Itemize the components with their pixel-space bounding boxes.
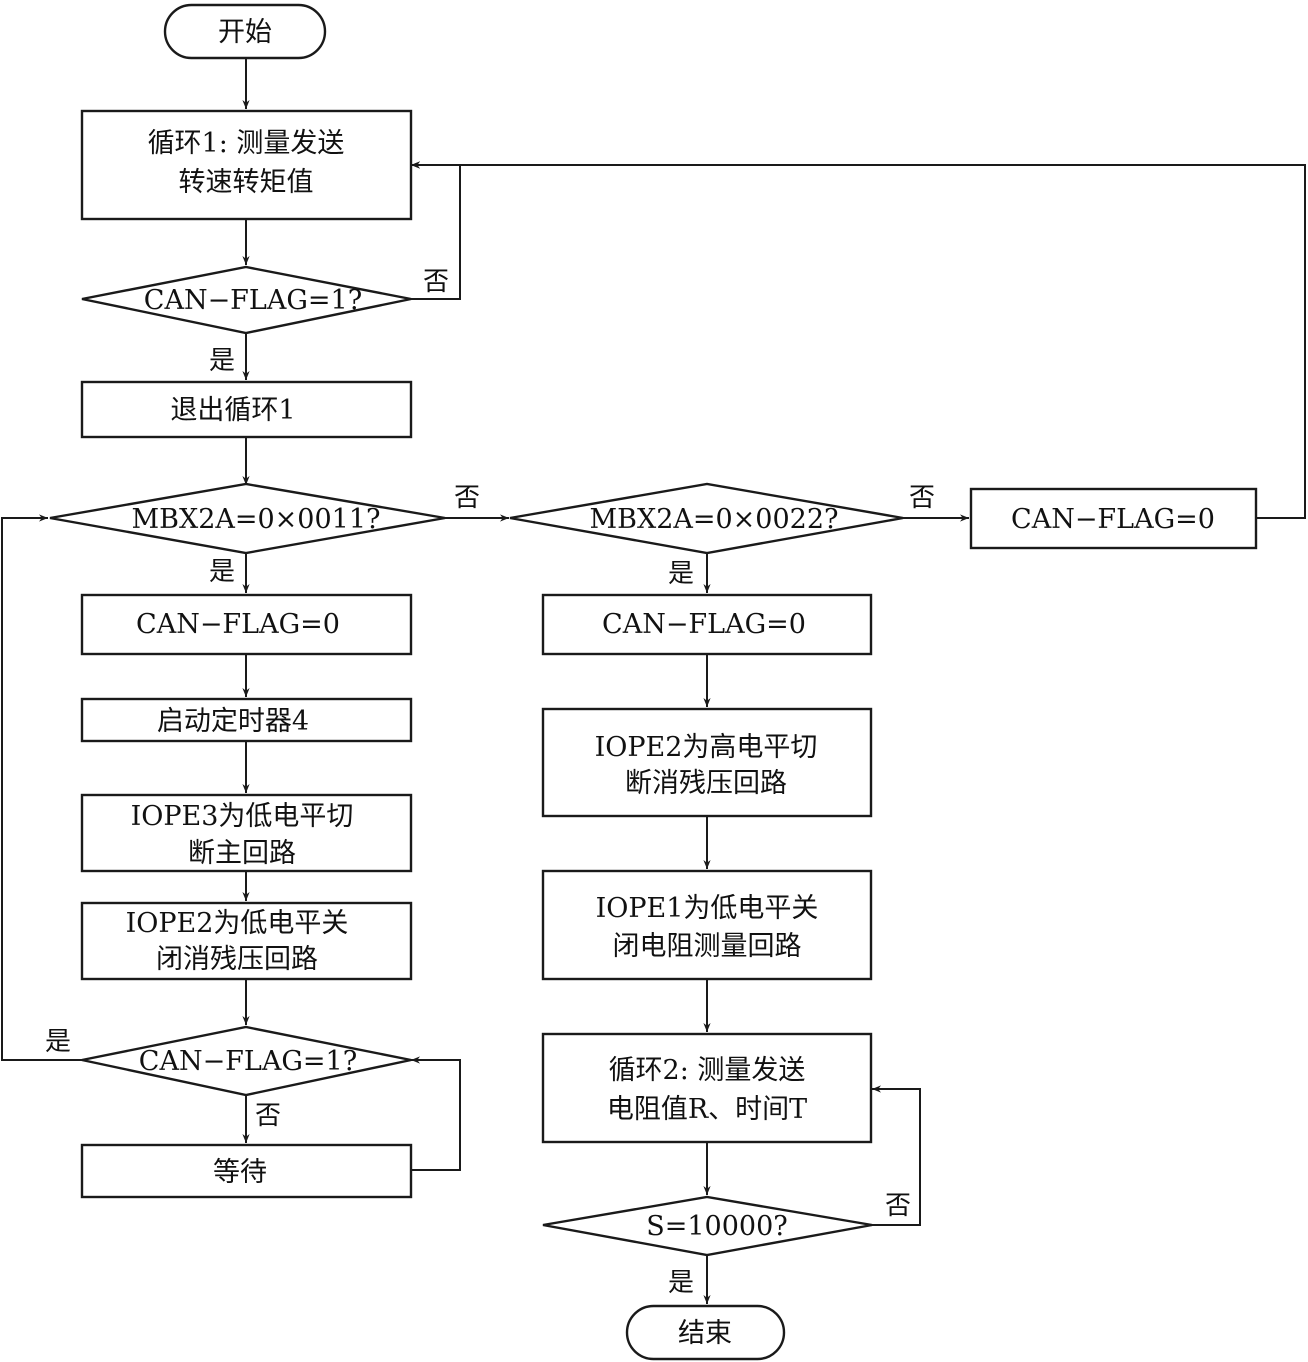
node-timer4: 启动定时器4 — [80, 697, 413, 743]
flag0-mid-label: CAN−FLAG=0 — [602, 609, 806, 640]
flag1b-label: CAN−FLAG=1? — [139, 1046, 357, 1077]
flag0-left-label: CAN−FLAG=0 — [136, 609, 340, 640]
loop2-line1: 循环2: 测量发送 — [609, 1055, 806, 1086]
node-start: 开始 — [163, 3, 327, 60]
node-iope1: IOPE1为低电平关 闭电阻测量回路 — [541, 869, 873, 981]
decision-mbx22: MBX2A=0×0022? — [509, 482, 904, 555]
node-end: 结束 — [625, 1304, 786, 1361]
iope3-line1: IOPE3为低电平切 — [131, 801, 354, 832]
label-mbx22-yes: 是 — [668, 559, 694, 589]
label-mbx11-yes: 是 — [209, 557, 235, 587]
wait-label: 等待 — [213, 1157, 267, 1188]
flag1-label: CAN−FLAG=1? — [144, 285, 362, 316]
loop2-line2: 电阻值R、时间T — [607, 1094, 807, 1125]
node-flag0-left: CAN−FLAG=0 — [80, 593, 413, 656]
label-flag1-yes: 是 — [209, 346, 235, 376]
node-wait: 等待 — [80, 1143, 413, 1199]
decision-mbx11: MBX2A=0×0011? — [49, 482, 446, 555]
decision-flag1: CAN−FLAG=1? — [81, 265, 412, 335]
node-loop1: 循环1: 测量发送 转速转矩值 — [80, 109, 413, 221]
loop1-line2: 转速转矩值 — [179, 167, 314, 198]
mbx22-label: MBX2A=0×0022? — [590, 504, 839, 535]
node-loop2: 循环2: 测量发送 电阻值R、时间T — [541, 1032, 873, 1144]
label-mbx22-no: 否 — [909, 483, 935, 513]
decision-s: S=10000? — [542, 1195, 873, 1257]
branch-labels: 否 是 否 是 否 是 是 否 否 是 — [45, 267, 935, 1298]
iope2-low-line2: 闭消残压回路 — [156, 944, 318, 975]
end-label: 结束 — [678, 1318, 732, 1349]
connectors — [1, 58, 1306, 1304]
start-label: 开始 — [218, 17, 272, 48]
label-s-yes: 是 — [668, 1268, 694, 1298]
node-flag0-right: CAN−FLAG=0 — [969, 487, 1258, 550]
label-flag1b-yes: 是 — [45, 1027, 71, 1057]
arrow-flag1b-yes-loop — [1, 514, 82, 1061]
label-flag1b-no: 否 — [255, 1101, 281, 1131]
node-iope3: IOPE3为低电平切 断主回路 — [80, 793, 413, 873]
node-iope2-high: IOPE2为高电平切 断消残压回路 — [541, 707, 873, 818]
arrow-s-no-loop — [872, 1085, 921, 1226]
label-mbx11-no: 否 — [454, 483, 480, 513]
label-flag1-no: 否 — [423, 267, 449, 297]
iope2-low-line1: IOPE2为低电平关 — [126, 908, 349, 939]
node-flag0-mid: CAN−FLAG=0 — [541, 593, 873, 656]
s-label: S=10000? — [646, 1211, 788, 1242]
iope2-high-line1: IOPE2为高电平切 — [595, 732, 818, 763]
iope1-line2: 闭电阻测量回路 — [613, 931, 802, 962]
exit-loop1-label: 退出循环1 — [170, 395, 295, 426]
flag0-right-label: CAN−FLAG=0 — [1011, 504, 1215, 535]
label-s-no: 否 — [885, 1191, 911, 1221]
mbx11-label: MBX2A=0×0011? — [132, 504, 381, 535]
node-exit-loop1: 退出循环1 — [80, 380, 413, 439]
decision-flag1b: CAN−FLAG=1? — [81, 1025, 412, 1097]
iope2-high-line2: 断消残压回路 — [625, 768, 787, 799]
arrow-wait-loop — [411, 1056, 461, 1171]
arrow-flag0-right-to-loop1 — [411, 161, 1306, 519]
timer4-label: 启动定时器4 — [157, 706, 309, 737]
node-iope2-low: IOPE2为低电平关 闭消残压回路 — [80, 901, 413, 981]
iope1-line1: IOPE1为低电平关 — [596, 893, 819, 924]
iope3-line2: 断主回路 — [188, 838, 296, 869]
loop1-line1: 循环1: 测量发送 — [148, 128, 345, 159]
